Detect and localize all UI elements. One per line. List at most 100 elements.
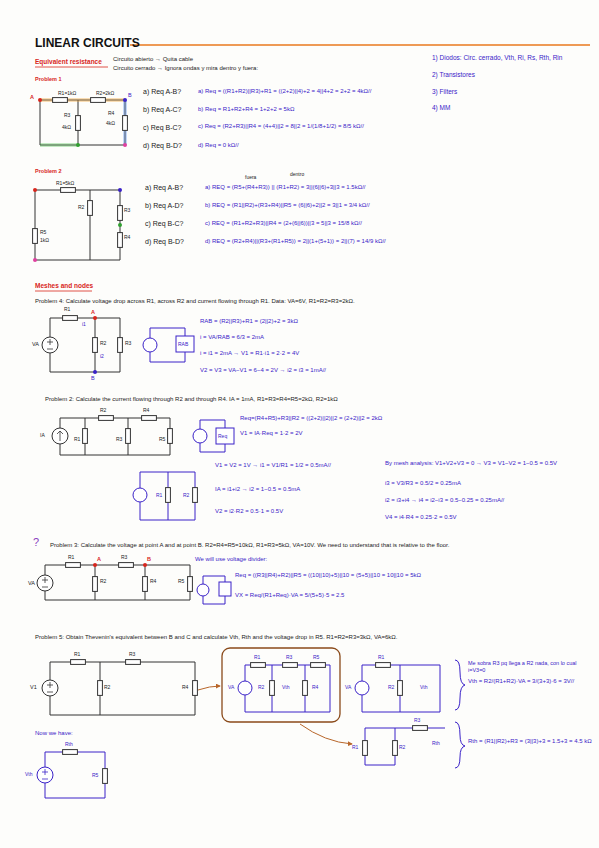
note-text: R3 bbox=[286, 654, 292, 660]
sketch-use bbox=[166, 488, 171, 503]
note-text: Problem 5: Obtain Thevenin's equivalent … bbox=[35, 634, 397, 641]
sketch-use bbox=[63, 316, 78, 321]
sketch-path bbox=[140, 472, 195, 520]
sketch-use bbox=[126, 660, 141, 665]
sketch-path bbox=[40, 98, 125, 102]
note-text: VA bbox=[32, 341, 39, 348]
sketch-circle bbox=[193, 429, 207, 443]
note-text: a) Req A-B? bbox=[143, 88, 181, 96]
note-text: R1 bbox=[64, 306, 70, 312]
note-text: Req = ((R3||R4)+R2)||R5 = ((10||10)+5)||… bbox=[235, 572, 421, 579]
sketch-g bbox=[33, 98, 428, 784]
note-text: V1 = IA·Req = 1·2 = 2V bbox=[240, 430, 303, 437]
note-text: R2 bbox=[78, 204, 84, 210]
sketch-use bbox=[103, 769, 108, 784]
sketch-g bbox=[42, 339, 63, 779]
sketch-rect bbox=[219, 582, 231, 596]
sketch-path bbox=[57, 431, 63, 441]
sketch-circle bbox=[197, 584, 209, 596]
note-text: 4) MM bbox=[432, 104, 450, 112]
sketch-circle bbox=[123, 98, 127, 102]
sketch-use bbox=[193, 681, 198, 696]
note-text: We will use voltage divider: bbox=[195, 556, 267, 563]
note-text: Rth bbox=[65, 741, 73, 747]
note-text: A bbox=[91, 309, 95, 316]
note-text: Meshes and nodes bbox=[35, 282, 93, 290]
sketch-use bbox=[251, 663, 266, 668]
sketch-use bbox=[53, 98, 68, 103]
note-text: Vth = R2/(R1+R2)·VA = 3/(3+3)·6 = 3V// bbox=[468, 678, 574, 685]
sketch-use bbox=[376, 663, 391, 668]
note-text: Vth bbox=[420, 684, 428, 690]
note-text: Vth bbox=[25, 771, 33, 777]
sketch-line bbox=[130, 44, 590, 46]
note-text: d) Req B-D? bbox=[143, 142, 182, 150]
note-text: 4kΩ bbox=[62, 124, 71, 130]
note-text: Problem 2: Calculate the current flowing… bbox=[45, 396, 338, 403]
note-text: R3 bbox=[116, 436, 122, 442]
note-text: Problem 2 bbox=[35, 168, 62, 175]
sketch-line bbox=[35, 291, 92, 292]
note-text: dentro bbox=[290, 171, 304, 177]
note-text: R5 bbox=[313, 654, 319, 660]
note-text: RAB bbox=[178, 341, 188, 347]
note-text: a) REQ = (R5+(R4+R3)) || (R1+R2) = 3||(6… bbox=[205, 184, 366, 191]
sketch-path bbox=[455, 660, 465, 710]
note-text: fuera bbox=[245, 174, 256, 180]
sketch-use bbox=[311, 663, 326, 668]
note-text: R1 bbox=[74, 651, 80, 657]
note-text: R2 bbox=[399, 744, 405, 750]
note-text: i = i1 = 2mA → V1 = R1·i1 = 2·2 = 4V bbox=[200, 350, 299, 357]
sketch-circle bbox=[37, 767, 53, 783]
note-text: A bbox=[30, 94, 34, 101]
note-text: V2 = V3 = VA−V1 = 6−4 = 2V → i2 = i3 = 1… bbox=[200, 367, 326, 374]
note-text: R1=1kΩ bbox=[58, 90, 76, 96]
note-text: B bbox=[91, 375, 95, 382]
note-text: ? bbox=[33, 536, 39, 549]
sketch-use bbox=[398, 681, 403, 696]
note-text: Problem 1 bbox=[35, 76, 62, 83]
note-text: R3 bbox=[125, 340, 131, 346]
note-text: Equivalent resistance bbox=[35, 58, 102, 66]
note-text: A bbox=[97, 556, 101, 563]
sketch-circle bbox=[42, 680, 58, 696]
note-text: R5 bbox=[178, 578, 184, 584]
note-text: i = VA/RAB = 6/3 = 2mA bbox=[200, 334, 264, 341]
sketch-path bbox=[50, 662, 195, 715]
note-text: R2 bbox=[100, 578, 106, 584]
sketch-path bbox=[60, 418, 170, 455]
note-text: IA bbox=[40, 432, 45, 438]
sketch-use bbox=[88, 201, 93, 216]
sketch-use bbox=[33, 229, 38, 244]
note-text: R1 bbox=[68, 554, 74, 560]
note-text: V2 = i2·R2 = 0.5·1 = 0.5V bbox=[215, 508, 283, 515]
sketch-use bbox=[363, 741, 368, 756]
sketch-use bbox=[188, 577, 193, 592]
note-text: b) REQ = (R1||R2)+(R3+R4)||R5 = (6||6)+2… bbox=[205, 202, 370, 209]
note-text: R5 bbox=[159, 436, 165, 442]
sketch-use bbox=[98, 681, 103, 696]
sketch-line bbox=[35, 67, 108, 68]
sketch-circle bbox=[76, 143, 80, 147]
note-text: R4 bbox=[150, 578, 156, 584]
note-text: R4 bbox=[182, 684, 188, 690]
sketch-path bbox=[42, 577, 48, 587]
sketch-use bbox=[413, 726, 428, 731]
note-text: 2) Transistores bbox=[432, 71, 475, 79]
sketch-circle bbox=[38, 98, 42, 102]
sketch-circle bbox=[143, 563, 147, 567]
note-text: R2 bbox=[100, 407, 106, 413]
note-text: Req=(R4+R5)+R3||R2 = ((2+2)||2)||2 = (2+… bbox=[240, 415, 382, 422]
sketch-circle bbox=[33, 258, 37, 262]
note-text: R3 bbox=[129, 651, 135, 657]
note-text: 1kΩ bbox=[40, 237, 49, 243]
sketch-use bbox=[393, 741, 398, 756]
note-text: Me sobra R3 pq llega a R2 nada, con lo c… bbox=[468, 660, 593, 673]
note-text: VA bbox=[345, 684, 351, 690]
note-text: 4kΩ bbox=[106, 120, 115, 126]
sketch-use bbox=[126, 429, 131, 444]
sketch-rect bbox=[222, 648, 340, 722]
sketch-use bbox=[93, 338, 98, 353]
note-text: R3 bbox=[124, 207, 130, 213]
note-text: R2 bbox=[104, 684, 110, 690]
